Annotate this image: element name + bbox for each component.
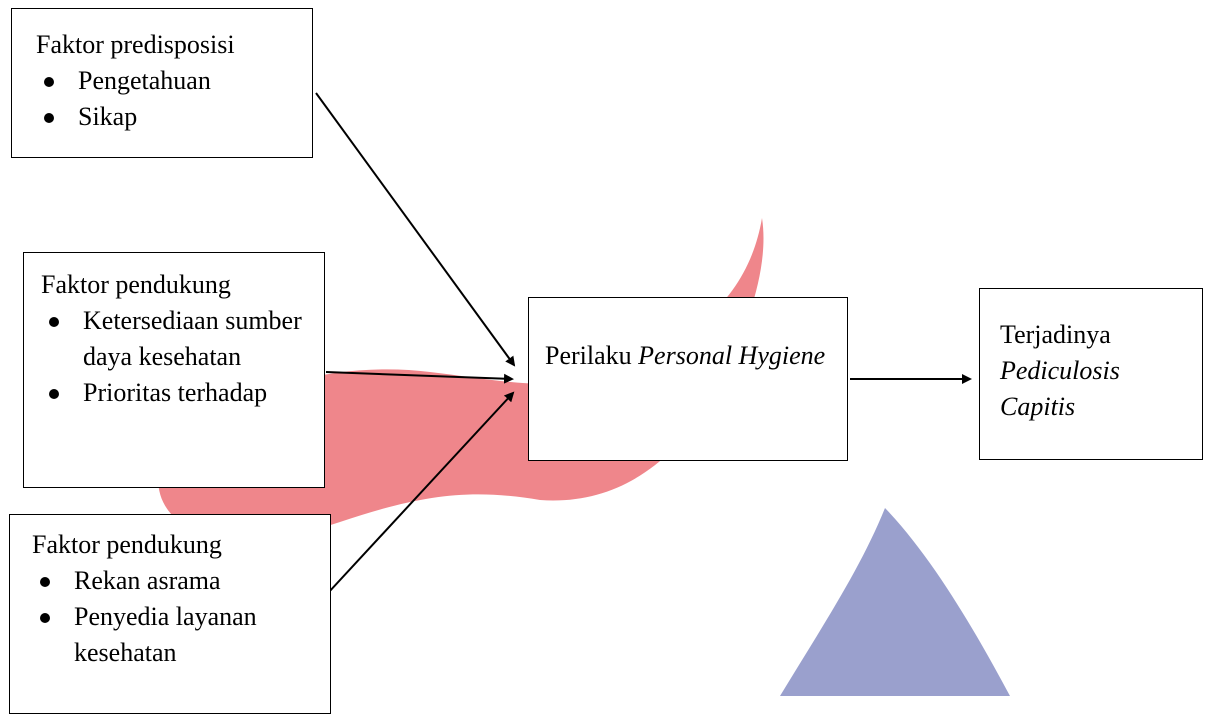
list-item: Rekan asrama (32, 563, 330, 599)
arrow-predisposisi-to-perilaku (315, 92, 516, 367)
perilaku-label: Perilaku (545, 341, 632, 370)
list-item: Prioritas terhadap (41, 375, 324, 411)
list-item: Penyedia layanan kesehatan (32, 599, 330, 671)
faktor-pendukung-list: Ketersediaan sumber daya kesehatan Prior… (41, 303, 324, 411)
faktor-pendukung-list: Rekan asrama Penyedia layanan kesehatan (32, 563, 330, 671)
list-item: Pengetahuan (36, 63, 312, 99)
faktor-pendukung-title: Faktor pendukung (32, 530, 222, 559)
arrow-pendukung1-to-perilaku (325, 371, 514, 384)
faktor-pendukung-title: Faktor pendukung (41, 270, 231, 299)
pediculosis-capitis-label: Pediculosis Capitis (1000, 356, 1120, 421)
faktor-predisposisi-list: Pengetahuan Sikap (36, 63, 312, 135)
arrows-layer (315, 92, 972, 607)
faktor-pendukung-box-2: Faktor pendukung Rekan asrama Penyedia l… (9, 514, 331, 714)
terjadinya-label: Terjadinya (1000, 320, 1111, 349)
personal-hygiene-label: Personal Hygiene (638, 341, 826, 370)
list-item: Sikap (36, 99, 312, 135)
watermark-blue-shape (780, 508, 1010, 696)
terjadinya-pediculosis-box: Terjadinya Pediculosis Capitis (979, 288, 1203, 460)
faktor-predisposisi-title: Faktor predisposisi (36, 30, 235, 59)
list-item: Ketersediaan sumber daya kesehatan (41, 303, 324, 375)
perilaku-personal-hygiene-box: Perilaku Personal Hygiene (528, 297, 848, 461)
arrow-pendukung2-to-perilaku (315, 391, 515, 607)
faktor-predisposisi-box: Faktor predisposisi Pengetahuan Sikap (11, 8, 313, 158)
faktor-pendukung-box-1: Faktor pendukung Ketersediaan sumber day… (23, 252, 325, 488)
